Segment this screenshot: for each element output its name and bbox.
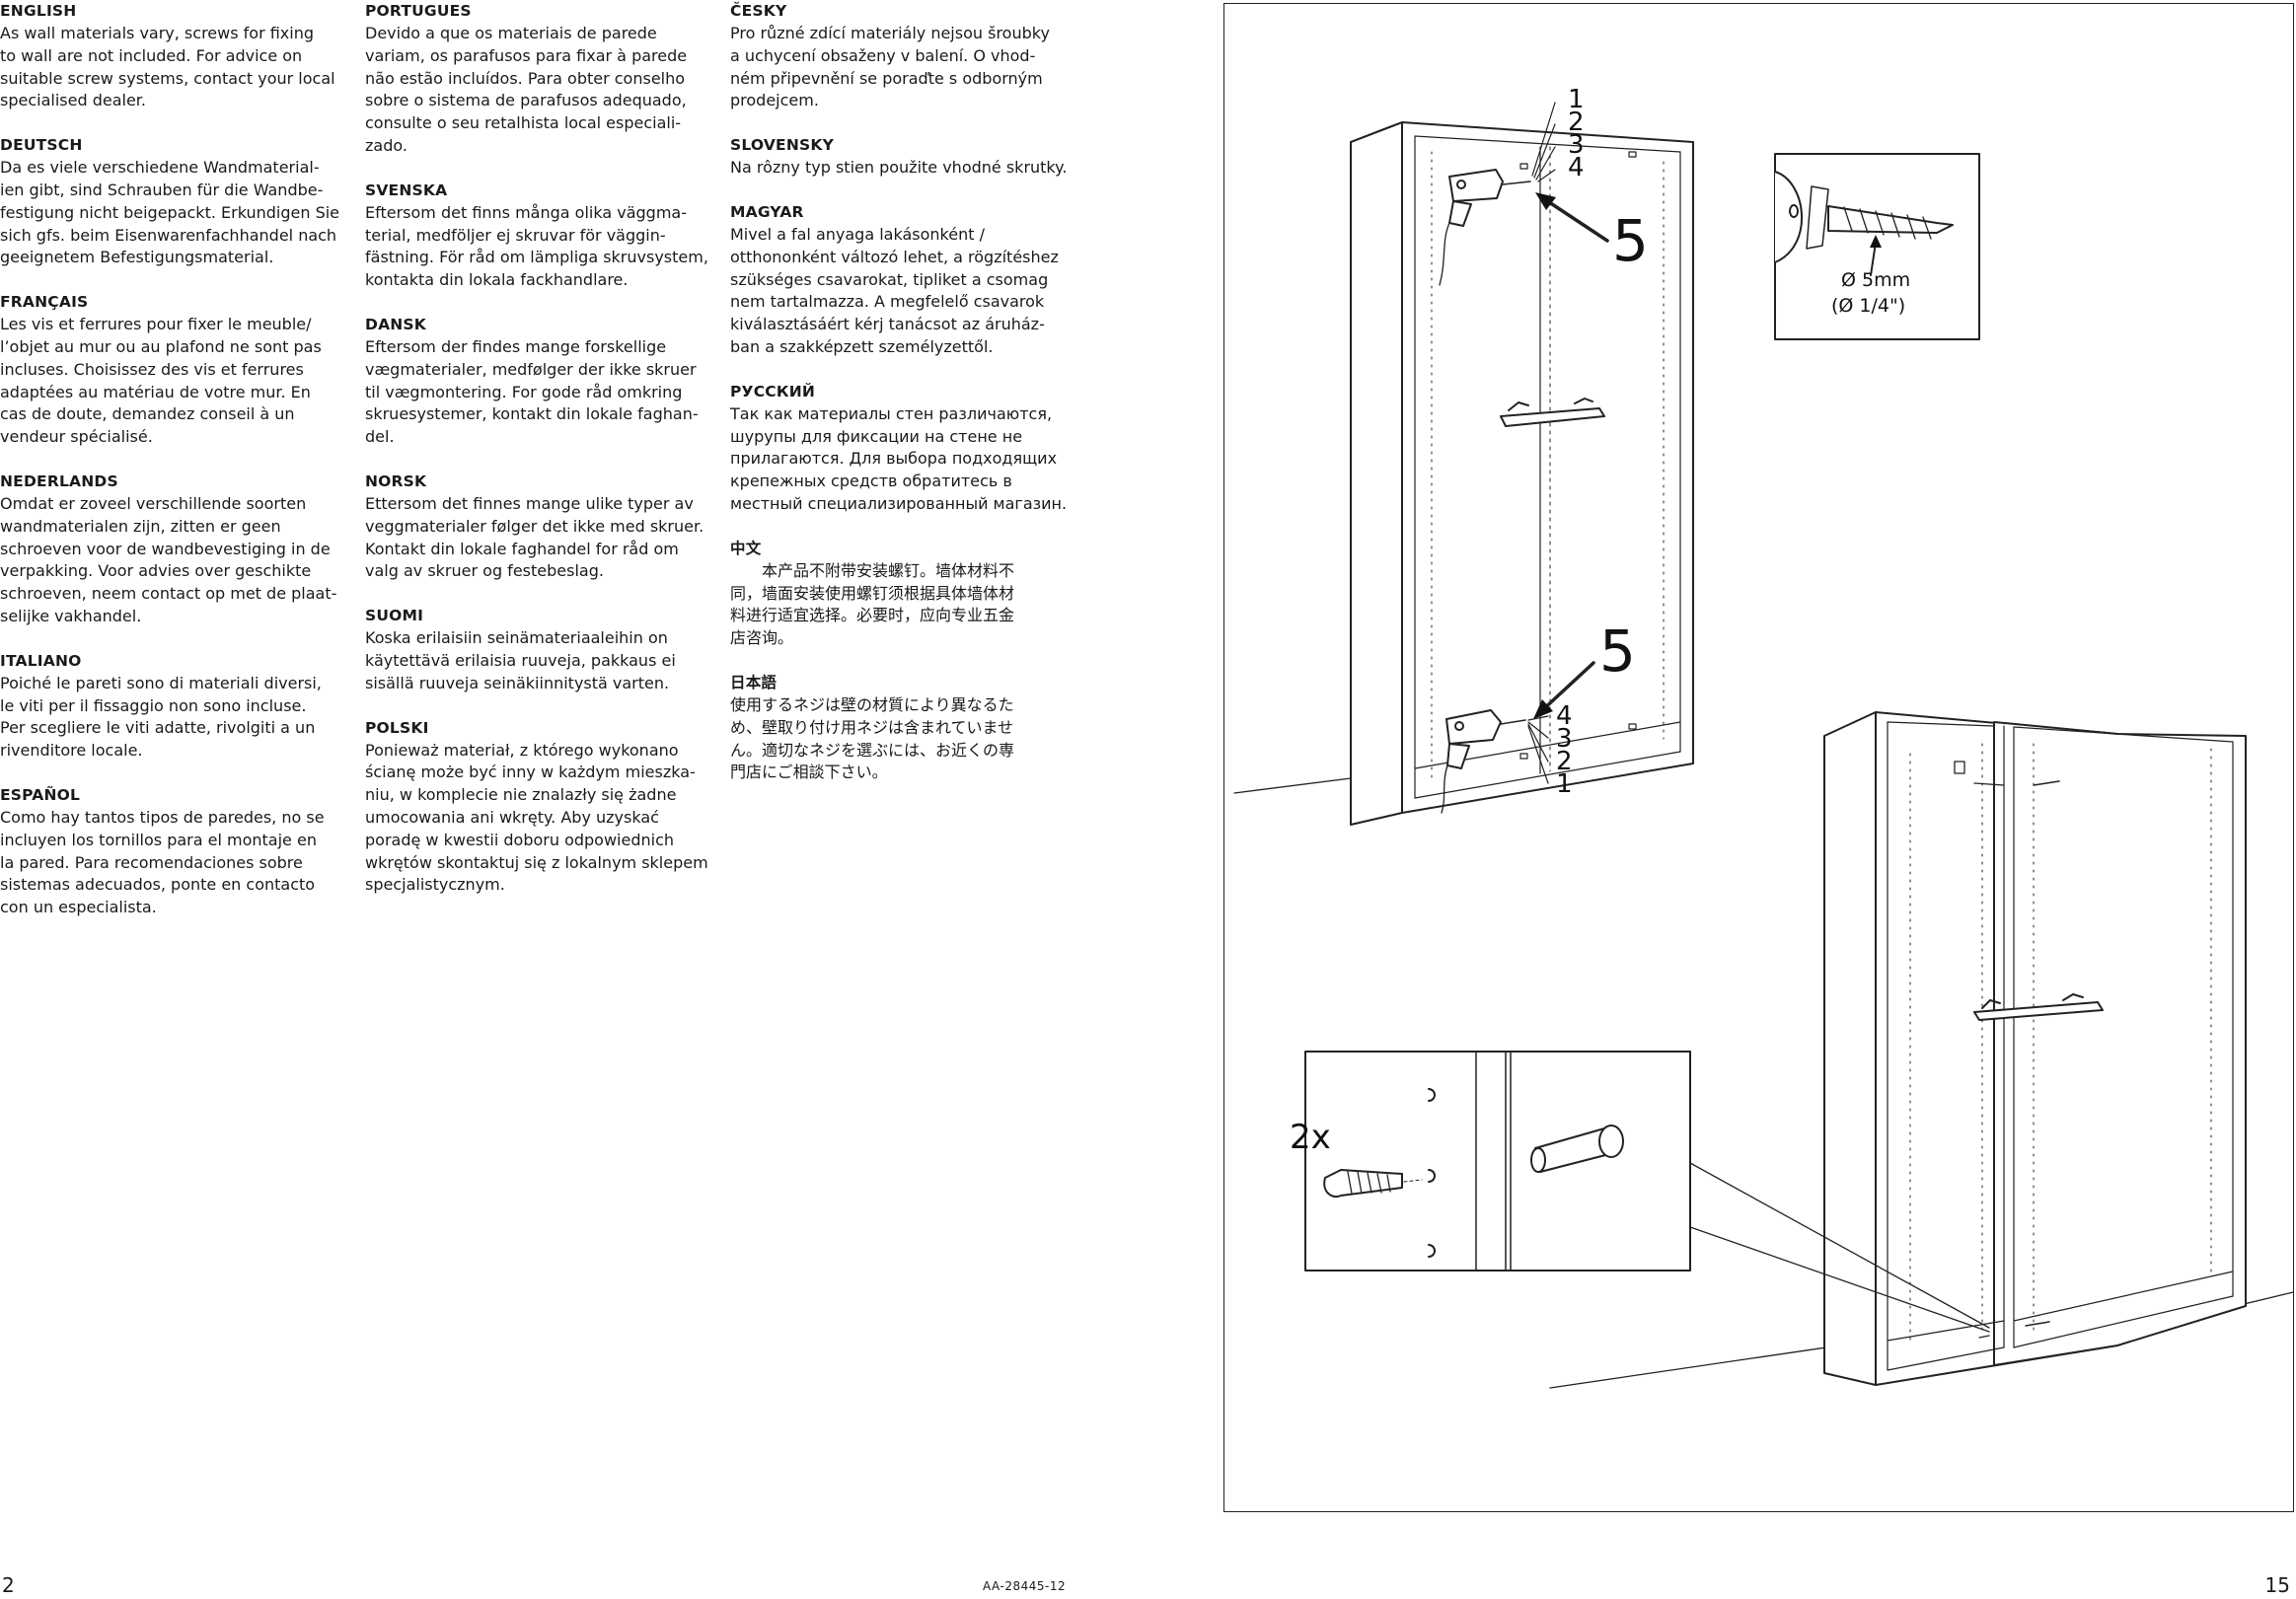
step-label: 1 (1568, 85, 1585, 114)
drill-size-mm: Ø 5mm (1841, 269, 1910, 291)
text-column-1: ENGLISH As wall materials vary, screws fo… (0, 0, 345, 941)
lang-heading: 中文 (730, 539, 762, 557)
step-labels-bottom: 4 3 2 1 (1556, 701, 1573, 799)
lang-section-dansk: DANSK Eftersom der findes mange forskelli… (365, 314, 710, 449)
lang-heading: NORSK (365, 472, 427, 490)
step-label: 2 (1556, 747, 1573, 776)
step-label: 3 (1556, 724, 1573, 754)
lang-section-deutsch: DEUTSCH Da es viele verschiedene Wandmate… (0, 134, 345, 269)
lang-section-english: ENGLISH As wall materials vary, screws fo… (0, 0, 345, 112)
page-number-left: 2 (2, 1573, 15, 1597)
lang-section-espanol: ESPAÑOL Como hay tantos tipos de paredes,… (0, 784, 345, 919)
leaders-bottom (1527, 715, 1549, 784)
lang-section-svenska: SVENSKA Eftersom det finns många olika vä… (365, 180, 710, 292)
assembly-illustration: 1 2 3 4 5 5 4 3 2 1 Ø 5mm (Ø 1/4") 2x (1233, 85, 2294, 1389)
lang-heading: DEUTSCH (0, 136, 83, 155)
lang-body: 本产品不附带安装螺钉。墙体材料不 同，墙面安装使用螺钉须根据具体墙体材 料进行适… (730, 560, 1015, 648)
lang-body: Ettersom det finnes mange ulike typer av… (365, 493, 704, 581)
lang-body: Omdat er zoveel verschillende soorten wa… (0, 493, 337, 625)
lang-heading: DANSK (365, 315, 427, 333)
lang-body: Devido a que os materiais de parede vari… (365, 24, 688, 155)
lang-body: 使用するネジは壁の材質により異なるた め、壁取り付け用ネジは含まれていませ ん。… (730, 694, 1015, 782)
lang-section-japanese: 日本語使用するネジは壁の材質により異なるた め、壁取り付け用ネジは含まれていませ… (730, 672, 1075, 784)
quantity-label: 2x (1290, 1118, 1331, 1157)
bookcase-pair-right (1823, 711, 2247, 1386)
lang-section-magyar: MAGYAR Mivel a fal anyaga lakásonként / o… (730, 201, 1075, 359)
arrow-5-bottom (1538, 661, 1595, 714)
lang-section-italiano: ITALIANO Poiché le pareti sono di materia… (0, 650, 345, 763)
lang-body: As wall materials vary, screws for fixin… (0, 24, 335, 110)
lang-heading: NEDERLANDS (0, 472, 118, 490)
step-five-label-bottom: 5 (1599, 618, 1636, 685)
lang-section-chinese: 中文 本产品不附带安装螺钉。墙体材料不 同，墙面安装使用螺钉须根据具体墙体材 料… (730, 538, 1075, 650)
step-label: 1 (1556, 769, 1573, 799)
step-label: 2 (1568, 108, 1585, 137)
lang-body: Da es viele verschiedene Wandmaterial- i… (0, 158, 340, 267)
lang-heading: ITALIANO (0, 651, 82, 670)
lang-heading: РУССКИЙ (730, 382, 816, 400)
lang-heading: SVENSKA (365, 181, 448, 199)
step-label: 4 (1556, 701, 1573, 731)
screw-detail (1304, 1051, 1990, 1333)
arrow-5-top (1538, 194, 1609, 243)
step-labels-top: 1 2 3 4 (1568, 85, 1585, 182)
lang-body: Eftersom det finns många olika väggma- t… (365, 202, 708, 290)
lang-heading: ESPAÑOL (0, 785, 81, 804)
lang-heading: MAGYAR (730, 202, 804, 221)
page-number-right: 15 (2264, 1573, 2290, 1597)
wall-floor-line-left (1233, 777, 1352, 794)
drill-size-in: (Ø 1/4") (1831, 295, 1905, 317)
lang-section-nederlands: NEDERLANDS Omdat er zoveel verschillende … (0, 471, 345, 628)
lang-body: Pro různé zdící materiály nejsou šroubky… (730, 24, 1050, 110)
step-five-label-top: 5 (1612, 207, 1649, 274)
lang-section-francais: FRANÇAIS Les vis et ferrures pour fixer l… (0, 291, 345, 449)
lang-section-suomi: SUOMI Koska erilaisiin seinämateriaaleihi… (365, 605, 710, 694)
lang-body: Ponieważ materiał, z którego wykonano śc… (365, 740, 708, 895)
assembly-illustration-frame: 1 2 3 4 5 5 4 3 2 1 Ø 5mm (Ø 1/4") 2x (1223, 3, 2294, 1512)
step-label: 3 (1568, 130, 1585, 160)
lang-heading: ENGLISH (0, 2, 77, 20)
lang-heading: FRANÇAIS (0, 293, 89, 312)
lang-body: Mivel a fal anyaga lakásonként / otthono… (730, 224, 1059, 356)
lang-body: Eftersom der findes mange forskellige væ… (365, 336, 699, 447)
lang-section-cesky: ČESKY Pro různé zdící materiály nejsou šr… (730, 0, 1075, 112)
text-column-2: PORTUGUES Devido a que os materiais de pa… (365, 0, 710, 918)
lang-body: Como hay tantos tipos de paredes, no se … (0, 807, 325, 917)
text-column-3: ČESKY Pro různé zdící materiály nejsou šr… (730, 0, 1075, 806)
lang-section-polski: POLSKI Ponieważ materiał, z którego wykon… (365, 717, 710, 898)
leaders-top (1531, 102, 1556, 182)
lang-body: Poiché le pareti sono di materiali diver… (0, 673, 322, 761)
lang-body: Koska erilaisiin seinämateriaaleihin on … (365, 628, 676, 692)
lang-body: Na rôzny typ stien použite vhodné skrutk… (730, 158, 1068, 178)
lang-section-slovensky: SLOVENSKY Na rôzny typ stien použite vhod… (730, 134, 1075, 180)
lang-body: Les vis et ferrures pour fixer le meuble… (0, 315, 322, 447)
drill-bit-detail (1774, 153, 1980, 340)
lang-heading: SLOVENSKY (730, 136, 835, 155)
lang-section-portugues: PORTUGUES Devido a que os materiais de pa… (365, 0, 710, 158)
drill-bottom (1441, 709, 1526, 814)
lang-heading: POLSKI (365, 718, 429, 737)
document-id: AA-28445-12 (983, 1579, 1067, 1593)
lang-body: Так как материалы стен различаются, шуру… (730, 403, 1068, 513)
lang-heading: PORTUGUES (365, 2, 472, 20)
lang-heading: SUOMI (365, 607, 424, 625)
lang-section-norsk: NORSK Ettersom det finnes mange ulike typ… (365, 471, 710, 583)
lang-heading: 日本語 (730, 673, 778, 691)
lang-section-russian: РУССКИЙ Так как материалы стен различаютс… (730, 381, 1075, 516)
step-label: 4 (1568, 153, 1585, 182)
drill-top (1439, 169, 1531, 286)
lang-heading: ČESKY (730, 2, 787, 20)
